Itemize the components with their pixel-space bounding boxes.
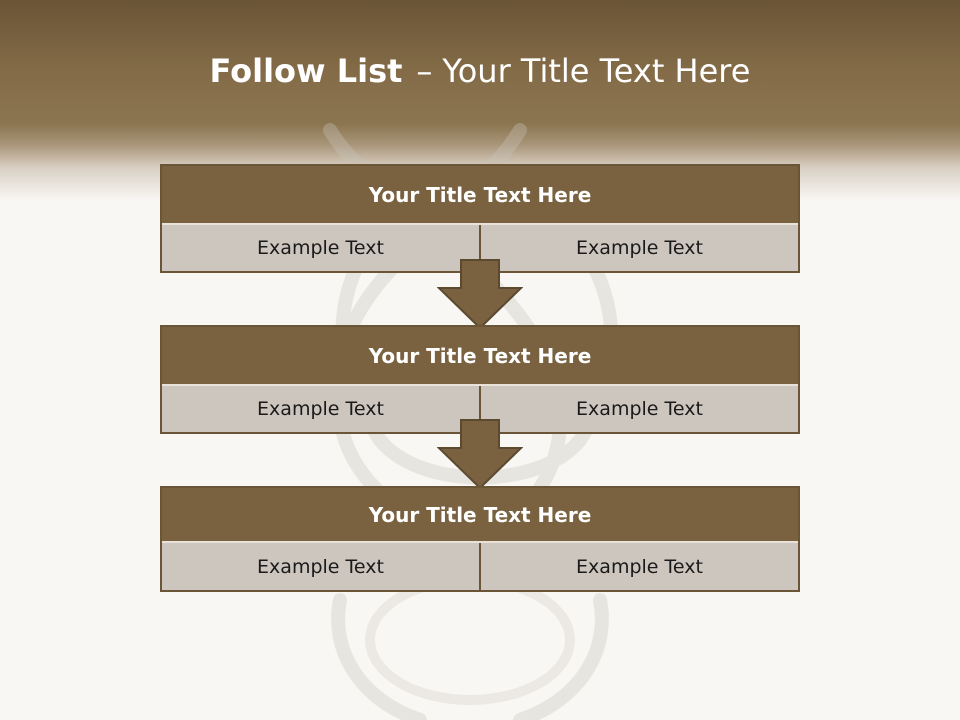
step-cell-right: Example Text <box>479 386 798 432</box>
step-title: Your Title Text Here <box>162 488 798 543</box>
step-row: Example Text Example Text <box>162 543 798 590</box>
step-row: Example Text Example Text <box>162 225 798 271</box>
down-arrow-icon <box>437 259 523 330</box>
step-box-1: Your Title Text Here Example Text Exampl… <box>160 164 800 273</box>
step-title: Your Title Text Here <box>162 166 798 225</box>
down-arrow-icon <box>437 419 523 490</box>
slide-title-bold: Follow List <box>209 52 403 90</box>
step-cell-left: Example Text <box>162 386 479 432</box>
step-cell-left: Example Text <box>162 543 479 590</box>
step-row: Example Text Example Text <box>162 386 798 432</box>
step-box-2: Your Title Text Here Example Text Exampl… <box>160 325 800 434</box>
slide-title-separator: – <box>416 52 433 90</box>
slide-title: Follow List–Your Title Text Here <box>0 52 960 90</box>
step-cell-right: Example Text <box>479 543 798 590</box>
step-box-3: Your Title Text Here Example Text Exampl… <box>160 486 800 592</box>
step-title: Your Title Text Here <box>162 327 798 386</box>
step-cell-right: Example Text <box>479 225 798 271</box>
slide-title-rest: Your Title Text Here <box>442 52 751 90</box>
step-cell-left: Example Text <box>162 225 479 271</box>
